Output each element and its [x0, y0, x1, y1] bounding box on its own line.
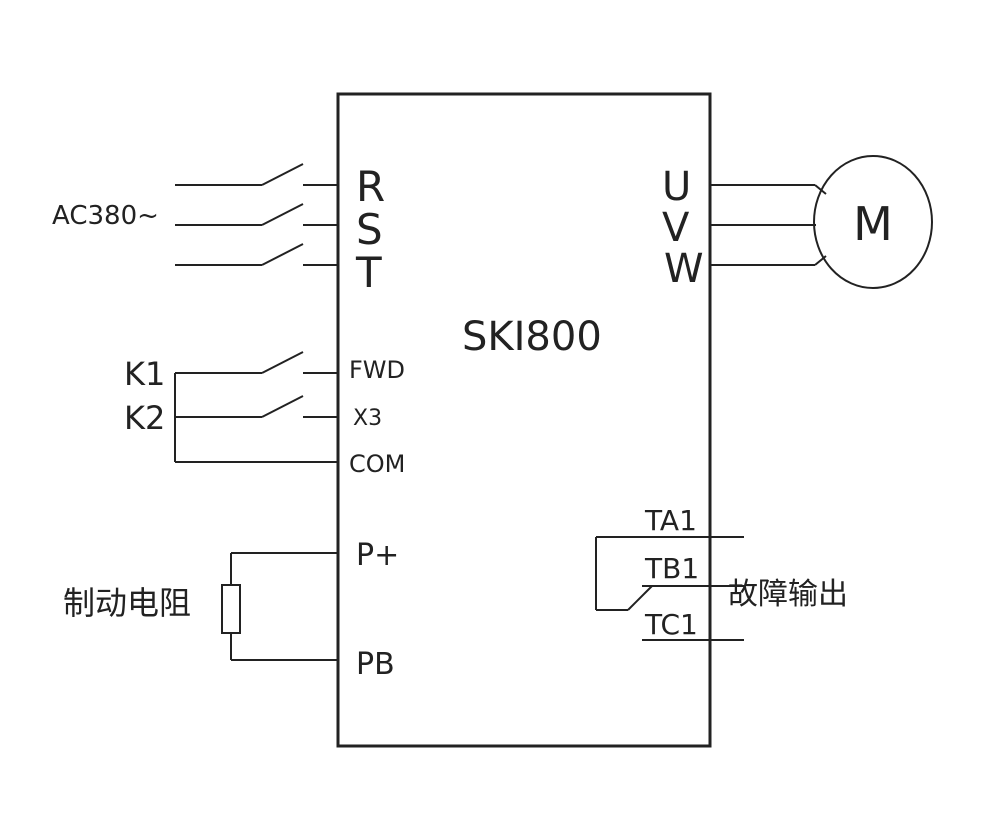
terminal-pb: PB [356, 647, 395, 682]
inverter-box [336, 92, 712, 748]
braking-resistor-wiring [221, 552, 338, 661]
device-model: SKI800 [462, 314, 602, 360]
terminal-com: COM [349, 450, 405, 478]
resistor-symbol [221, 584, 241, 634]
terminal-tb1: TB1 [644, 552, 699, 585]
terminal-ta1: TA1 [644, 504, 697, 537]
terminal-s: S [356, 205, 383, 254]
switch-k2-label: K2 [124, 399, 165, 437]
control-wiring [174, 351, 338, 463]
terminal-w: W [664, 246, 704, 292]
braking-resistor-label: 制动电阻 [63, 584, 191, 622]
fault-output-label: 故障输出 [728, 577, 848, 612]
power-input-wiring [175, 163, 338, 266]
terminal-t: T [355, 248, 382, 297]
terminal-u: U [662, 164, 691, 210]
motor-wiring [710, 155, 933, 289]
fault-relay-wiring [595, 536, 744, 641]
motor-label: M [853, 197, 893, 251]
terminal-r: R [356, 162, 385, 211]
terminal-fwd: FWD [349, 356, 405, 384]
terminal-tc1: TC1 [644, 608, 698, 641]
power-input-label: AC380~ [52, 201, 159, 231]
motor-symbol [813, 155, 933, 289]
terminal-x3: X3 [353, 406, 382, 431]
terminal-pplus: P+ [356, 538, 399, 573]
terminal-v: V [662, 205, 690, 251]
switch-k1-label: K1 [124, 355, 165, 393]
